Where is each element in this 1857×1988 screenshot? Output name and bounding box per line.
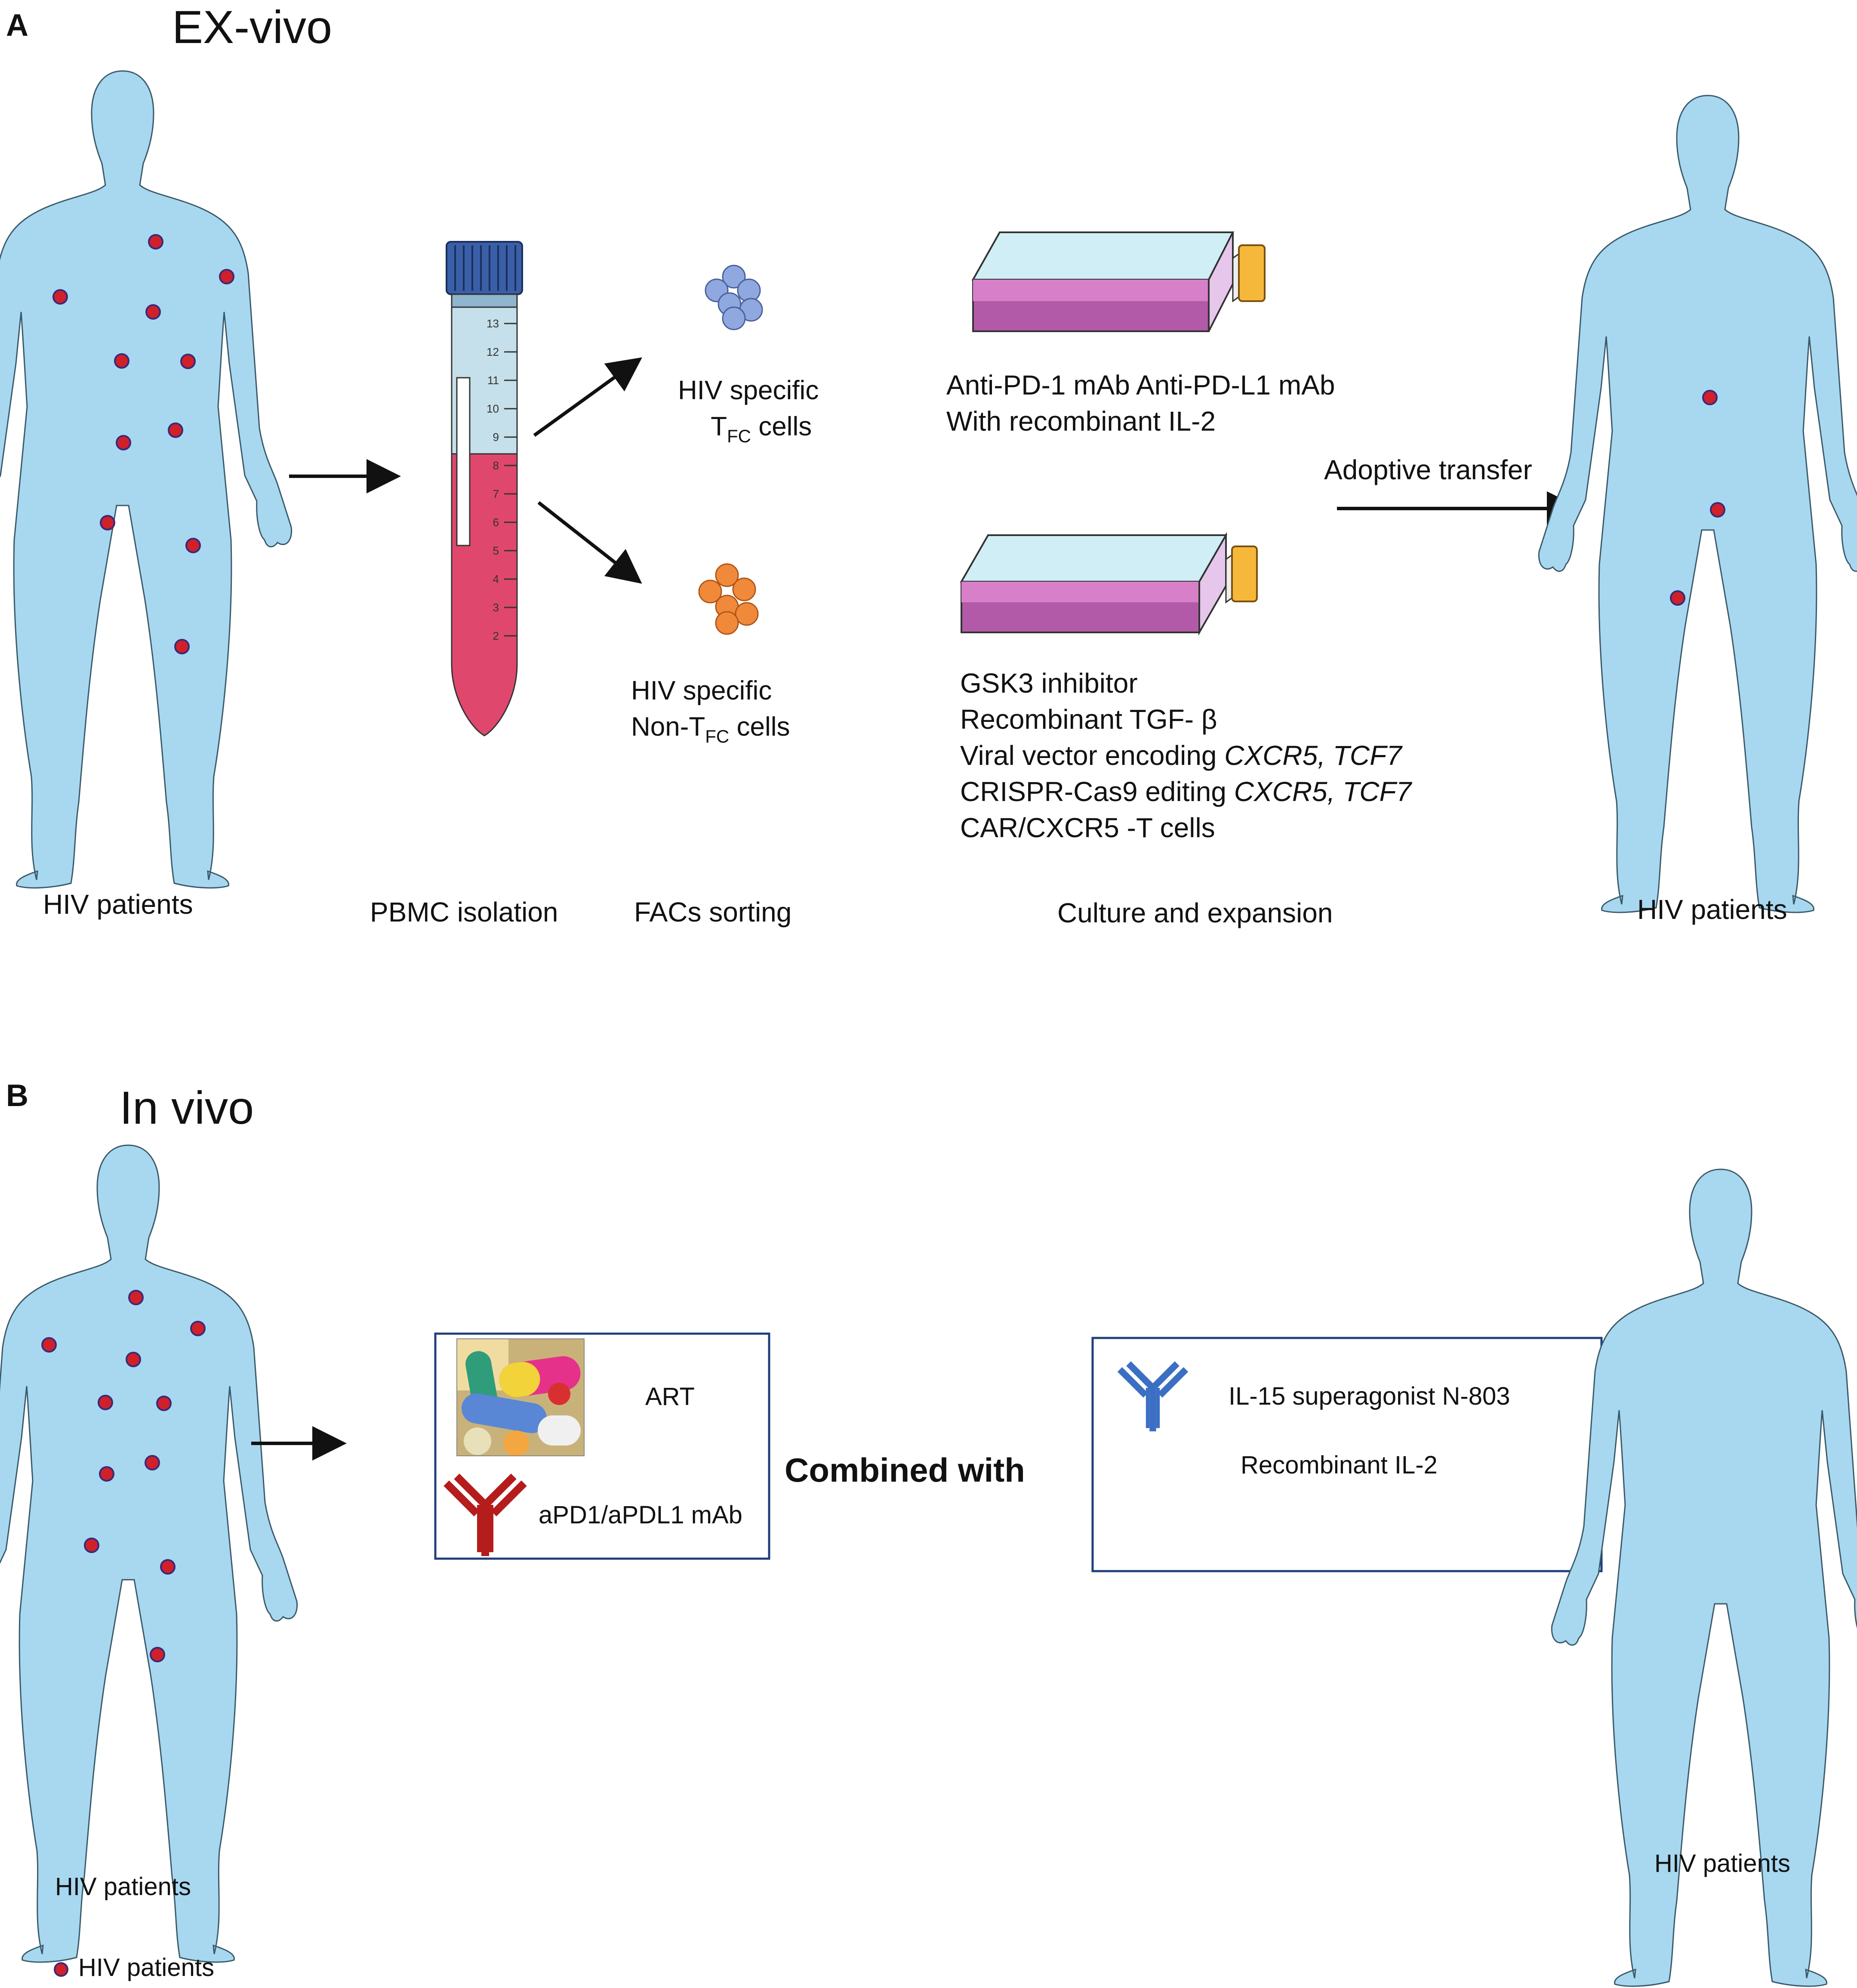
- tfc-line2: TFC cells: [678, 409, 819, 447]
- step-label-pbmc: PBMC isolation: [370, 897, 558, 928]
- legend-label: HIV patients: [78, 1954, 214, 1982]
- culture-top-line: With recombinant IL-2: [946, 406, 1216, 437]
- combined-with-label: Combined with: [785, 1451, 1025, 1489]
- tube-mark: 13: [487, 317, 499, 330]
- non-tfc-post: cells: [729, 712, 790, 742]
- tube-mark: 7: [493, 487, 499, 500]
- culture-flask-bottom: [960, 532, 1258, 636]
- patient-figure-a-right: [1538, 95, 1857, 913]
- tube-scale: [504, 323, 517, 637]
- panel-a-title: EX-vivo: [172, 1, 333, 53]
- patients-b-left-label: HIV patients: [55, 1873, 191, 1901]
- tfc-cells-label: HIV specific TFC cells: [678, 373, 819, 447]
- tfc-pre: T: [711, 412, 727, 441]
- il15-label: IL-15 superagonist N-803: [1229, 1382, 1510, 1410]
- antibody-blue-icon: [1122, 1366, 1184, 1428]
- arrow-to-non-tfc: [537, 501, 642, 584]
- tfc-cells: [705, 265, 763, 330]
- tube-mark: 6: [493, 516, 499, 529]
- pbmc-tube: [446, 241, 523, 737]
- non-tfc-cells-label: HIV specific Non-TFC cells: [631, 673, 790, 748]
- step-label-patients-left: HIV patients: [43, 889, 193, 920]
- non-tfc-line1: HIV specific: [631, 676, 772, 706]
- mab-label: aPD1/aPDL1 mAb: [539, 1501, 742, 1529]
- culture-bottom-line: Viral vector encoding CXCR5, TCF7: [960, 737, 1411, 774]
- non-tfc-cells: [698, 563, 759, 635]
- antibody-red-icon: [449, 1479, 521, 1552]
- tube-mark: 10: [487, 402, 499, 415]
- viral-vector-text: Viral vector encoding: [960, 740, 1225, 771]
- culture-top-line: Anti-PD-1 mAb Anti-PD-L1 mAb: [946, 370, 1335, 401]
- legend-dot-icon: [54, 1962, 68, 1977]
- tube-mark: 11: [487, 374, 499, 387]
- culture-bottom-line: Recombinant TGF- β: [960, 704, 1217, 735]
- patient-figure-a-left: [0, 70, 293, 889]
- step-label-facs: FACs sorting: [634, 897, 792, 928]
- tube-mark: 9: [493, 431, 499, 444]
- non-tfc-line2: Non-TFC cells: [631, 709, 790, 748]
- art-pills-image: [456, 1338, 585, 1456]
- tube-mark: 2: [493, 629, 499, 642]
- panel-b-title: In vivo: [120, 1082, 254, 1134]
- crispr-genes: CXCR5, TCF7: [1234, 776, 1412, 807]
- panel-a-letter: A: [6, 8, 28, 43]
- viral-vector-genes: CXCR5, TCF7: [1224, 740, 1402, 771]
- tube-mark: 12: [487, 345, 499, 358]
- tfc-post: cells: [751, 412, 812, 441]
- il2-label: Recombinant IL-2: [1241, 1451, 1438, 1479]
- tfc-line1: HIV specific: [678, 376, 819, 405]
- arrow-to-tfc: [533, 357, 642, 437]
- culture-flask-top: [971, 231, 1266, 332]
- tube-mark: 3: [493, 601, 499, 614]
- patients-b-right-label: HIV patients: [1654, 1849, 1790, 1877]
- hiv-dots-a-right: [1670, 390, 1725, 606]
- hiv-dots-a-left: [52, 234, 234, 654]
- step-label-patients-right: HIV patients: [1637, 894, 1787, 925]
- culture-bottom-text: GSK3 inhibitor Recombinant TGF- β Viral …: [960, 665, 1411, 846]
- culture-bottom-line: GSK3 inhibitor: [960, 668, 1138, 699]
- tube-mark: 5: [493, 544, 499, 557]
- art-label: ART: [645, 1383, 695, 1411]
- patient-figure-b-left: [0, 1144, 298, 1963]
- tube-mark: 8: [493, 459, 499, 472]
- panel-b-letter: B: [6, 1079, 28, 1113]
- culture-bottom-line: CAR/CXCR5 -T cells: [960, 812, 1215, 843]
- non-tfc-sub: FC: [705, 726, 730, 746]
- hiv-dots-b-left: [41, 1290, 206, 1662]
- non-tfc-pre: Non-T: [631, 712, 705, 742]
- adoptive-transfer-label: Adoptive transfer: [1324, 454, 1532, 485]
- treatment-box-1: [434, 1332, 770, 1560]
- culture-bottom-line: CRISPR-Cas9 editing CXCR5, TCF7: [960, 774, 1411, 810]
- step-label-culture: Culture and expansion: [1057, 897, 1333, 928]
- tube-mark: 4: [493, 573, 499, 586]
- tfc-sub: FC: [727, 426, 751, 446]
- crispr-text: CRISPR-Cas9 editing: [960, 776, 1234, 807]
- culture-top-text: Anti-PD-1 mAb Anti-PD-L1 mAb With recomb…: [946, 367, 1335, 439]
